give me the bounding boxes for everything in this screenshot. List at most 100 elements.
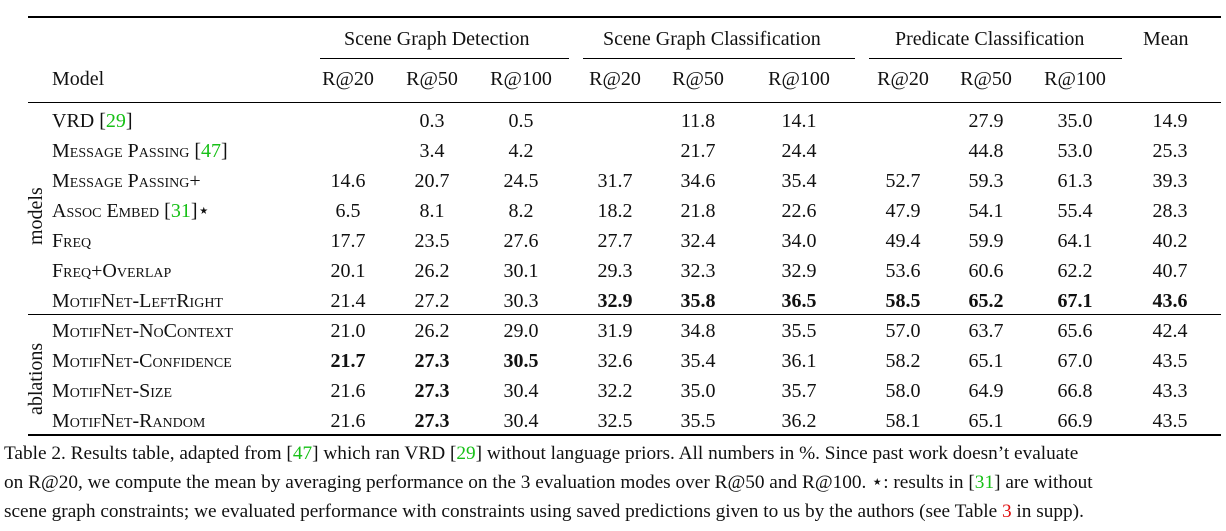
metric-cell: 34.6 xyxy=(680,170,716,192)
metric-cell: 27.6 xyxy=(503,230,539,252)
metric-cell: 20.7 xyxy=(414,170,450,192)
metric-cell: 61.3 xyxy=(1057,170,1093,192)
metric-cell: 23.5 xyxy=(414,230,450,252)
metric-cell: 26.2 xyxy=(414,320,450,342)
group-underline-classification xyxy=(583,58,855,59)
metric-cell: 0.5 xyxy=(508,110,534,132)
metric-cell: 30.3 xyxy=(503,290,539,312)
metric-cell: 59.3 xyxy=(968,170,1004,192)
caption-line-2: on R@20, we compute the mean by averagin… xyxy=(4,472,1093,493)
metric-cell: 35.5 xyxy=(781,320,817,342)
citation-link[interactable]: 47 xyxy=(201,140,222,162)
metric-cell: 65.2 xyxy=(968,290,1004,312)
mean-header: Mean xyxy=(1143,28,1189,50)
mean-cell: 28.3 xyxy=(1152,200,1188,222)
star-marker: ⋆ xyxy=(197,200,211,222)
metric-cell: 59.9 xyxy=(968,230,1004,252)
group-header-predicate: Predicate Classification xyxy=(895,28,1085,50)
table-reference-link[interactable]: 3 xyxy=(1001,501,1012,522)
metric-cell: 31.9 xyxy=(597,320,633,342)
citation-link[interactable]: 31 xyxy=(170,200,191,222)
table-caption: Table 2. Results table, adapted from [47… xyxy=(4,439,1224,526)
model-name: Message Passing+ xyxy=(52,170,201,192)
caption-line-1: Table 2. Results table, adapted from [47… xyxy=(4,443,1079,464)
model-name: MotifNet-NoContext xyxy=(52,320,233,342)
metric-cell: 24.4 xyxy=(781,140,817,162)
metric-cell: 20.1 xyxy=(330,260,366,282)
group-label-models: models xyxy=(25,187,47,245)
metric-cell: 22.6 xyxy=(781,200,817,222)
model-name: MotifNet-LeftRight xyxy=(52,290,223,312)
metric-cell: 11.8 xyxy=(680,110,716,132)
metric-cell: 58.1 xyxy=(885,410,921,432)
metric-cell: 29.3 xyxy=(597,260,633,282)
metric-cell: 65.1 xyxy=(968,350,1004,372)
metric-cell: 21.6 xyxy=(330,410,366,432)
metric-cell: 66.8 xyxy=(1057,380,1093,402)
metric-cell: 30.4 xyxy=(503,410,539,432)
metric-cell: 3.4 xyxy=(419,140,445,162)
metric-cell: 21.0 xyxy=(330,320,366,342)
metric-cell: 14.6 xyxy=(330,170,366,192)
citation-link[interactable]: 47 xyxy=(292,443,313,464)
metric-cell: 63.7 xyxy=(968,320,1004,342)
metric-cell: 32.5 xyxy=(597,410,633,432)
metric-cell: 26.2 xyxy=(414,260,450,282)
metric-cell: 58.5 xyxy=(885,290,921,312)
metric-cell: 14.1 xyxy=(781,110,817,132)
metric-header: R@100 xyxy=(1044,68,1106,90)
metric-header: R@100 xyxy=(768,68,830,90)
metric-cell: 58.2 xyxy=(885,350,921,372)
metric-cell: 58.0 xyxy=(885,380,921,402)
metric-cell: 8.1 xyxy=(419,200,445,222)
metric-cell: 32.9 xyxy=(781,260,817,282)
metric-cell: 64.9 xyxy=(968,380,1004,402)
metric-cell: 18.2 xyxy=(597,200,633,222)
metric-cell: 0.3 xyxy=(419,110,445,132)
metric-cell: 53.6 xyxy=(885,260,921,282)
metric-cell: 32.4 xyxy=(680,230,716,252)
metric-header: R@20 xyxy=(322,68,374,90)
metric-header: R@20 xyxy=(877,68,929,90)
metric-cell: 21.7 xyxy=(680,140,716,162)
metric-cell: 29.0 xyxy=(503,320,539,342)
model-name: VRD [29] xyxy=(52,110,133,132)
metric-cell: 27.7 xyxy=(597,230,633,252)
metric-cell: 30.5 xyxy=(503,350,539,372)
metric-cell: 4.2 xyxy=(508,140,534,162)
metric-cell: 27.9 xyxy=(968,110,1004,132)
model-name: MotifNet-Size xyxy=(52,380,172,402)
metric-cell: 64.1 xyxy=(1057,230,1093,252)
model-name: Assoc Embed [31]⋆ xyxy=(52,200,211,222)
metric-cell: 27.3 xyxy=(414,380,450,402)
metric-cell: 27.2 xyxy=(414,290,450,312)
metric-cell: 27.3 xyxy=(414,410,450,432)
metric-cell: 65.1 xyxy=(968,410,1004,432)
caption-line-3: scene graph constraints; we evaluated pe… xyxy=(4,501,1084,522)
metric-cell: 32.9 xyxy=(597,290,633,312)
top-rule xyxy=(28,16,1221,18)
metric-header: R@50 xyxy=(406,68,458,90)
metric-cell: 49.4 xyxy=(885,230,921,252)
metric-cell: 32.3 xyxy=(680,260,716,282)
metric-cell: 30.4 xyxy=(503,380,539,402)
mean-cell: 43.3 xyxy=(1152,380,1188,402)
metric-cell: 27.3 xyxy=(414,350,450,372)
mean-cell: 42.4 xyxy=(1152,320,1188,342)
metric-cell: 36.2 xyxy=(781,410,817,432)
metric-cell: 35.7 xyxy=(781,380,817,402)
model-name: MotifNet-Confidence xyxy=(52,350,232,372)
metric-cell: 35.0 xyxy=(1057,110,1093,132)
metric-cell: 34.8 xyxy=(680,320,716,342)
citation-link[interactable]: 29 xyxy=(456,443,476,464)
citation-link[interactable]: 31 xyxy=(974,472,995,493)
model-name: Freq xyxy=(52,230,92,252)
metric-cell: 30.1 xyxy=(503,260,539,282)
metric-cell: 36.1 xyxy=(781,350,817,372)
metric-cell: 35.0 xyxy=(680,380,716,402)
metric-cell: 32.2 xyxy=(597,380,633,402)
mean-cell: 43.6 xyxy=(1152,290,1188,312)
citation-link[interactable]: 29 xyxy=(105,110,126,132)
metric-cell: 17.7 xyxy=(330,230,366,252)
metric-cell: 57.0 xyxy=(885,320,921,342)
